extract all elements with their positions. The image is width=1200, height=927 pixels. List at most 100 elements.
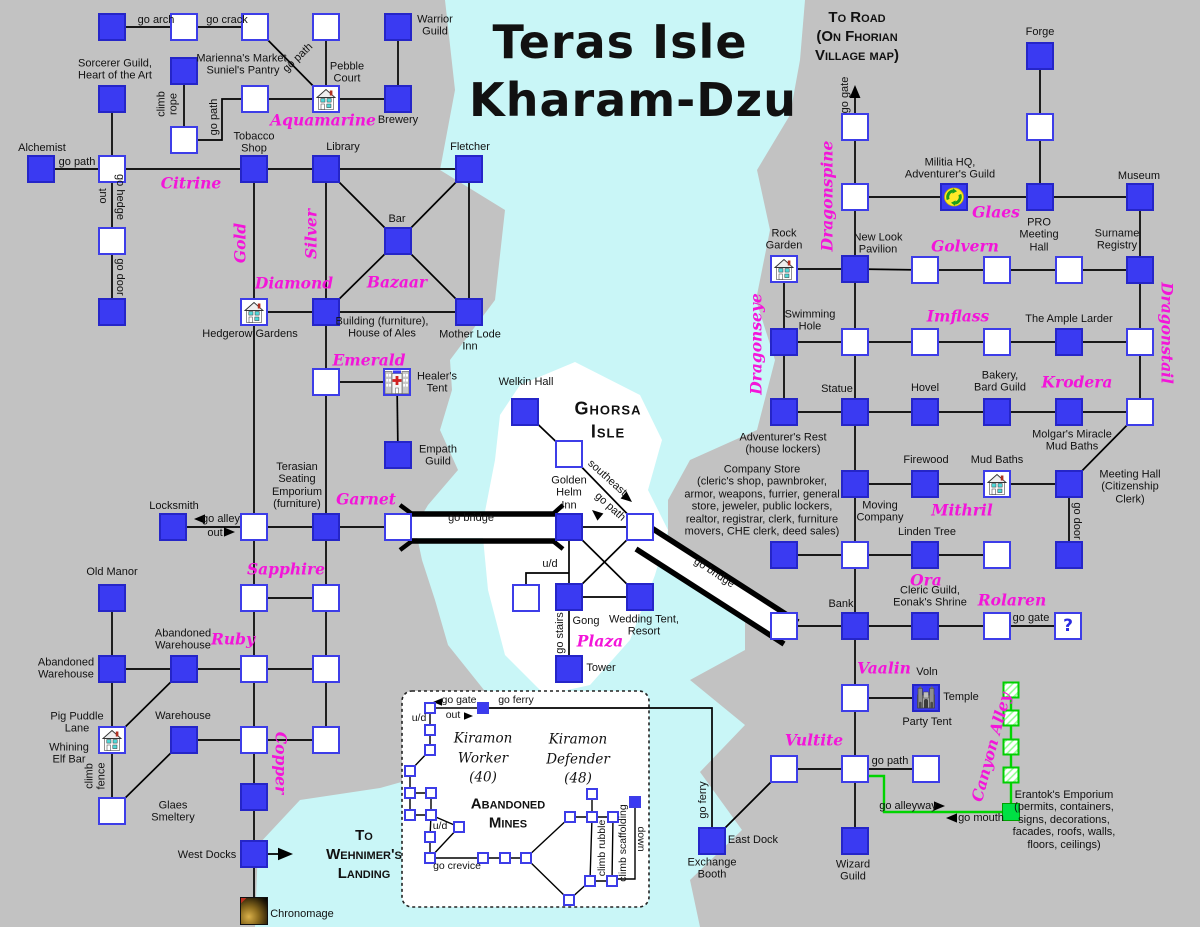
node-whining-elf-bar (98, 726, 126, 754)
node-warrior-guild (384, 13, 412, 41)
node-street-node (983, 256, 1011, 284)
node-go-arch-west (98, 13, 126, 41)
node-canyon-alley-node (1002, 681, 1020, 699)
bridge-deck (408, 516, 557, 538)
node-street-node (98, 227, 126, 255)
node-healers-tent (383, 368, 411, 396)
node-mother-lode-inn (455, 298, 483, 326)
node-fletcher (455, 155, 483, 183)
node-street-node (170, 126, 198, 154)
node-street-node (312, 368, 340, 396)
node-mine-node (499, 852, 511, 864)
node-mine-node (586, 811, 598, 823)
node-aquamarine-house (312, 85, 340, 113)
direction-arrow (194, 514, 205, 524)
node-street-node (770, 541, 798, 569)
node-mine-ferry-node (477, 702, 489, 714)
node-mariennas-market (170, 57, 198, 85)
node-mine-node (424, 724, 436, 736)
node-mud-baths (983, 470, 1011, 498)
node-street-node (841, 755, 869, 783)
node-pro-meeting-hall (1026, 183, 1054, 211)
node-meeting-hall (1055, 470, 1083, 498)
node-street-node (512, 584, 540, 612)
direction-arrow (849, 85, 861, 98)
node-mine-node (424, 852, 436, 864)
node-locksmith (159, 513, 187, 541)
node-house-of-ales (312, 298, 340, 326)
node-mine-node (564, 811, 576, 823)
house-icon (243, 301, 265, 323)
house-icon (315, 88, 337, 110)
node-canyon-alley-node (1002, 766, 1020, 784)
node-street-node (841, 328, 869, 356)
node-terasian-seating-emporium (312, 513, 340, 541)
node-warehouse (170, 726, 198, 754)
node-rock-garden (770, 255, 798, 283)
chronomage-icon (241, 898, 247, 904)
node-museum (1126, 183, 1154, 211)
node-street-node (983, 541, 1011, 569)
node-mine-node (477, 852, 489, 864)
node-hedgerow-gardens (240, 298, 268, 326)
node-mine-node (584, 875, 596, 887)
node-street-node (1126, 328, 1154, 356)
node-welkin-hall (511, 398, 539, 426)
direction-arrow (620, 491, 632, 502)
node-golden-helm-inn (555, 513, 583, 541)
node-mine-node (404, 765, 416, 777)
house-icon (986, 473, 1008, 495)
node-street-node (911, 328, 939, 356)
node-street-node (98, 797, 126, 825)
node-old-manor (98, 584, 126, 612)
node-street-node (241, 85, 269, 113)
node-new-look-pavilion (841, 255, 869, 283)
direction-arrow (278, 847, 293, 861)
node-street-node (1055, 256, 1083, 284)
node-mine-node (424, 744, 436, 756)
abandoned-mines-inset-box (401, 690, 650, 908)
node-street-node (983, 612, 1011, 640)
node-bakery-bard-guild (983, 398, 1011, 426)
node-voln-temple (912, 684, 940, 712)
node-street-node (384, 513, 412, 541)
node-mine-node (606, 875, 618, 887)
node-gate-question: ? (1054, 612, 1082, 640)
node-street-node (770, 755, 798, 783)
node-mine-node (404, 809, 416, 821)
node-wedding-tent-resort (626, 583, 654, 611)
node-street-node (240, 584, 268, 612)
node-mine-node (563, 894, 575, 906)
node-street-node (240, 513, 268, 541)
node-mine-node (586, 788, 598, 800)
node-tobacco-shop (240, 155, 268, 183)
node-brewery (384, 85, 412, 113)
bridge-deck (645, 533, 787, 638)
node-militia-hq (940, 183, 968, 211)
node-alchemist (27, 155, 55, 183)
node-mine-node (424, 831, 436, 843)
node-adventurers-rest (770, 398, 798, 426)
house-icon (101, 729, 123, 751)
node-west-docks (240, 840, 268, 868)
node-street-node (1026, 113, 1054, 141)
node-street-node (555, 440, 583, 468)
node-surname-registry (1126, 256, 1154, 284)
node-street-node (841, 541, 869, 569)
node-mine-node (453, 821, 465, 833)
node-gong (555, 583, 583, 611)
node-street-node (312, 584, 340, 612)
militia-guild-icon (944, 187, 964, 207)
direction-arrow (433, 698, 442, 706)
node-ample-larder (1055, 328, 1083, 356)
node-linden-tree (911, 541, 939, 569)
node-empath-guild (384, 441, 412, 469)
direction-arrow (934, 801, 945, 811)
node-street-node (841, 113, 869, 141)
node-street-node (240, 655, 268, 683)
node-street-node (841, 684, 869, 712)
node-wizard-guild (841, 827, 869, 855)
node-street-node (912, 755, 940, 783)
node-moving-company (841, 470, 869, 498)
